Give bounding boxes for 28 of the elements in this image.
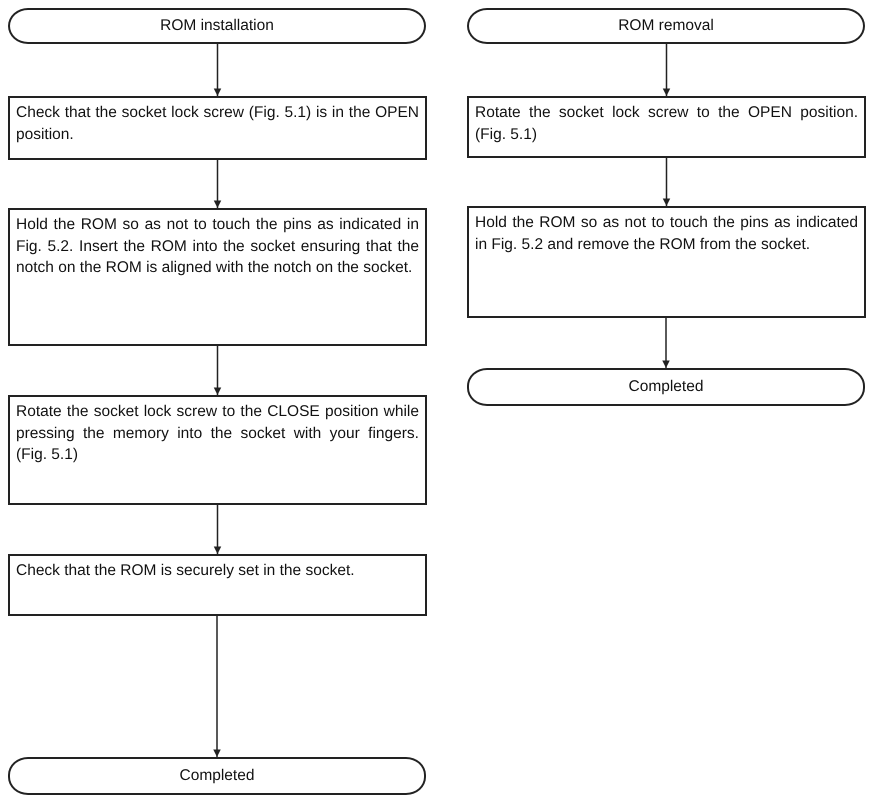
step-text: Completed [628,377,704,398]
terminal-shape [8,757,426,795]
terminal-shape [467,8,865,44]
arrow [214,346,222,395]
arrow [662,44,670,96]
step-text: Rotate the socket lock screw to the OPEN position. (Fig. 5.1) [475,103,858,144]
process-box [467,96,866,158]
arrow [213,616,221,757]
process-box [8,208,427,346]
arrow [214,505,222,554]
step-text: Hold the ROM so as not to touch the pins as indicated in Fig. 5.2 and remove the ROM from the socket. [475,213,858,254]
step-text: Check that the ROM is securely set in the socket. [16,561,356,581]
step-text: ROM installation [160,16,274,36]
process-box [467,206,866,318]
terminal-shape [467,368,865,406]
step-text: Hold the ROM so as not to touch the pins as indicated in Fig. 5.2. Insert the ROM into the socket ensuring that the notch on the ROM is aligned with the notch on the socket. [16,215,419,278]
arrow [214,160,222,208]
terminal-shape [8,8,426,44]
process-box [8,96,427,160]
process-box [8,395,427,505]
arrow [214,44,222,96]
step-text: Completed [180,766,254,786]
arrow [662,158,670,206]
step-text: Rotate the socket lock screw to the CLOSE position while pressing the memory into the socket with your fingers. (Fig. 5.1) [16,402,419,465]
step-text: ROM removal [618,16,714,36]
arrow [662,318,670,368]
step-text: Check that the socket lock screw (Fig. 5.1) is in the OPEN position. [16,103,419,144]
process-box [8,554,427,616]
